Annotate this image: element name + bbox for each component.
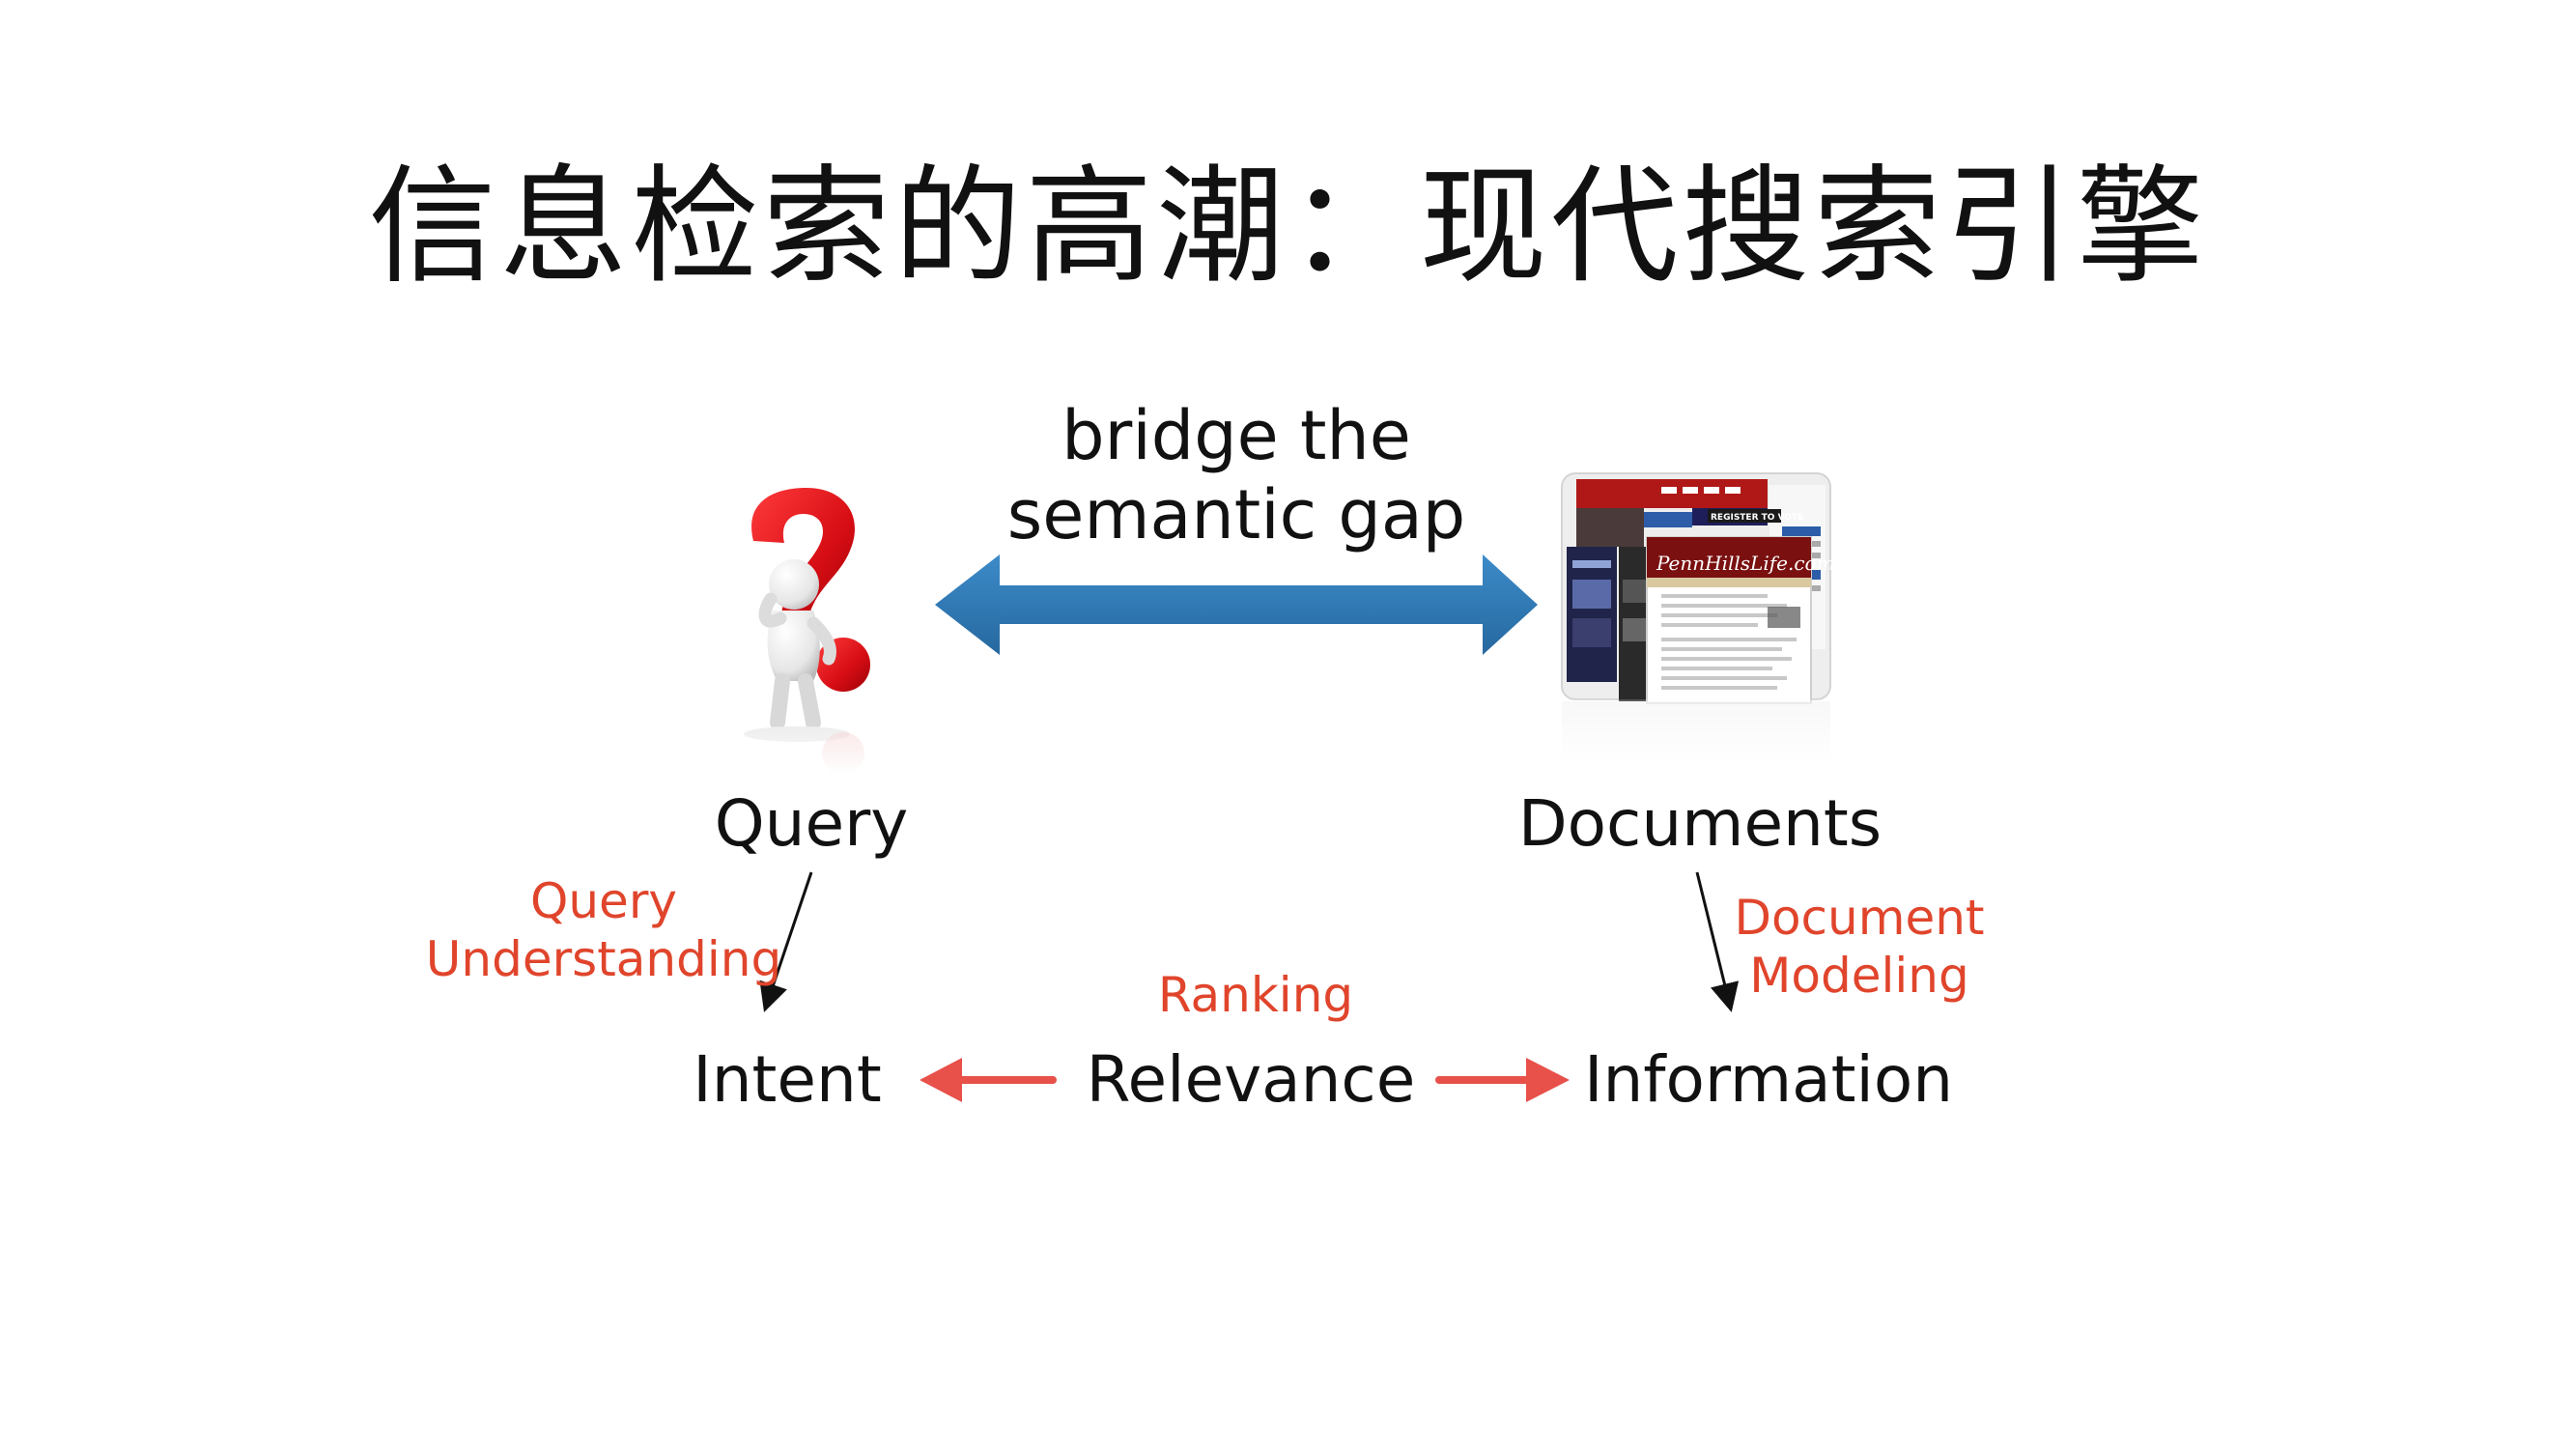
node-query: Query: [714, 786, 909, 861]
website-register-button-text: REGISTER TO VOTE: [1711, 513, 1803, 523]
process-document-modeling-line-1: Document: [1734, 890, 1985, 946]
node-relevance: Relevance: [1086, 1042, 1416, 1117]
process-document-modeling-line-2: Modeling: [1749, 948, 1969, 1004]
process-query-understanding-line-2: Understanding: [425, 931, 782, 987]
node-documents: Documents: [1517, 786, 1882, 861]
documents-to-information-arrow: [1695, 871, 1740, 1012]
relevance-to-intent-arrow: [920, 1058, 1057, 1102]
question-mark-person-icon: [734, 488, 870, 775]
bridge-label-line-1: bridge the: [1062, 396, 1411, 475]
process-query-understanding: Query Understanding: [425, 872, 782, 988]
bridge-double-arrow: [935, 554, 1538, 655]
node-intent: Intent: [693, 1042, 882, 1117]
node-information: Information: [1584, 1042, 1954, 1117]
process-ranking: Ranking: [1157, 967, 1354, 1023]
website-banner-text: PennHillsLife.com: [1656, 552, 1835, 575]
process-query-understanding-line-1: Query: [530, 873, 677, 929]
website-screenshot-icon: PennHillsLife.com REGISTER TO VOTE: [1557, 472, 1837, 763]
bridge-label: bridge the semantic gap: [995, 396, 1478, 554]
slide-title: 信息检索的高潮：现代搜索引擎: [368, 153, 2208, 301]
process-document-modeling: Document Modeling: [1729, 889, 1990, 1005]
relevance-to-information-arrow: [1435, 1058, 1570, 1102]
query-to-intent-arrow: [759, 871, 813, 1012]
bridge-label-line-2: semantic gap: [1006, 475, 1466, 554]
